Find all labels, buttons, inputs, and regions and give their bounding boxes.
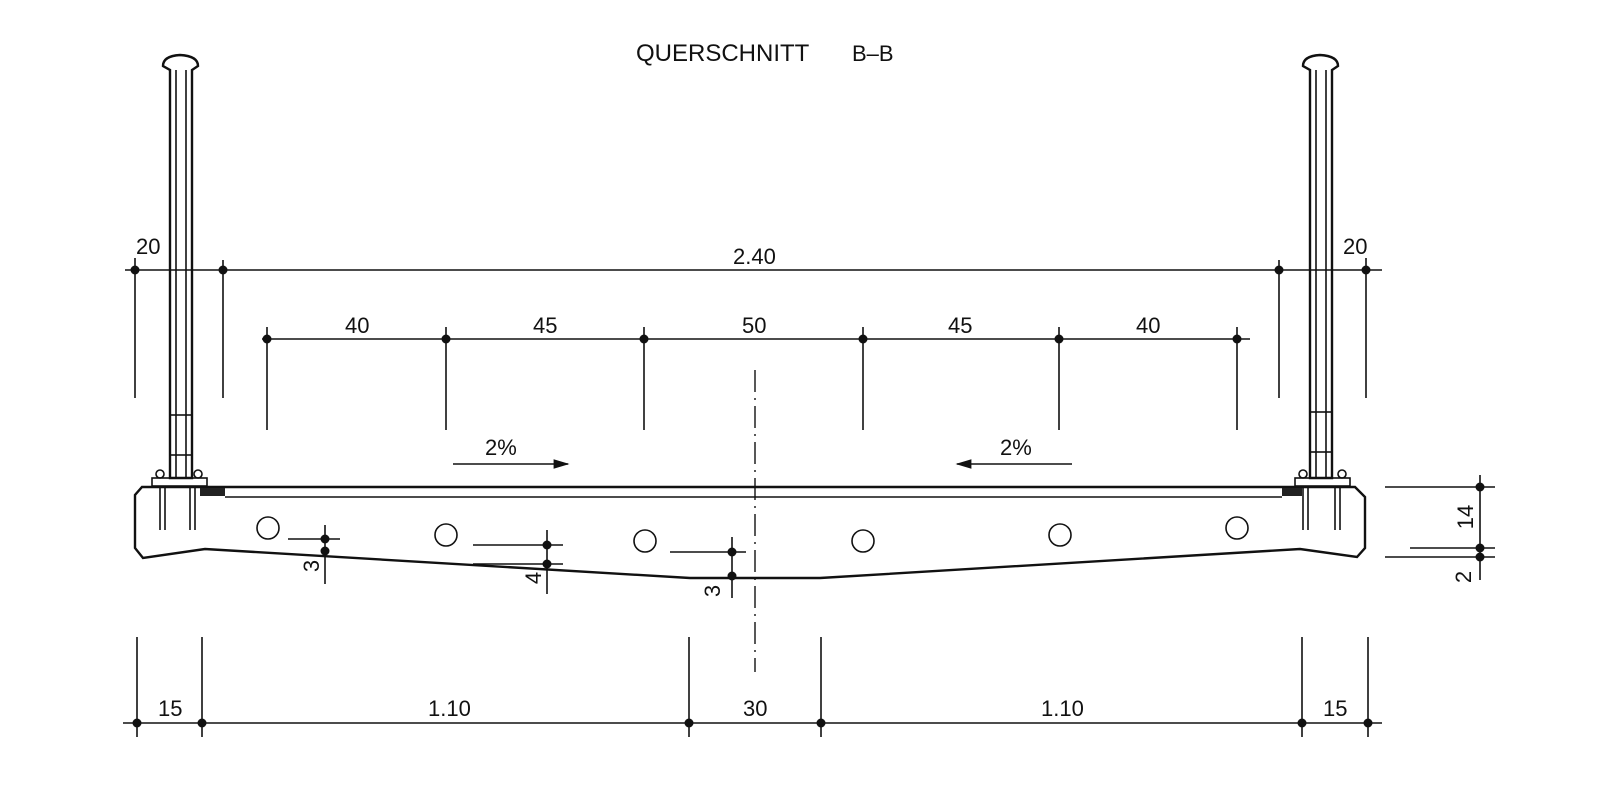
dim-left-edge: 20 <box>136 234 160 259</box>
haunch-dim: 3 <box>700 585 725 597</box>
slope-left-label: 2% <box>485 435 517 460</box>
bottom-dim: 1.10 <box>1041 696 1084 721</box>
top-dimension: 20 2.40 20 <box>125 234 1382 398</box>
dim-total-width: 2.40 <box>733 244 776 269</box>
bottom-dim: 30 <box>743 696 767 721</box>
haunch-dim: 3 <box>299 560 324 572</box>
bottom-dim: 15 <box>158 696 182 721</box>
title-main: QUERSCHNITT <box>636 40 810 67</box>
title: QUERSCHNITT B–B <box>636 40 894 67</box>
haunch-dim: 4 <box>521 572 546 584</box>
bottom-dim: 1.10 <box>428 696 471 721</box>
slope-right-label: 2% <box>1000 435 1032 460</box>
right-joint <box>1282 488 1302 496</box>
lane-dim: 40 <box>1136 313 1160 338</box>
lane-dim: 45 <box>533 313 557 338</box>
slope-indicators: 2% 2% <box>453 435 1072 469</box>
lane-dim: 40 <box>345 313 369 338</box>
lane-dim: 45 <box>948 313 972 338</box>
haunch-dimensions: 3 4 3 <box>288 525 746 598</box>
ducts <box>256 516 1249 553</box>
depth-dimensions: 14 2 <box>1385 475 1495 583</box>
left-joint <box>200 488 225 496</box>
lane-dimensions: 40 45 50 45 40 <box>262 313 1250 430</box>
bottom-dim: 15 <box>1323 696 1347 721</box>
title-section: B–B <box>852 41 894 66</box>
bottom-dimensions: 15 1.10 30 1.10 15 <box>123 637 1382 737</box>
right-railing-post <box>1294 53 1351 530</box>
lane-dim: 50 <box>742 313 766 338</box>
dim-deck-depth: 14 <box>1453 505 1478 529</box>
left-railing-post <box>151 53 208 530</box>
dim-right-edge: 20 <box>1343 234 1367 259</box>
dim-drip: 2 <box>1451 571 1476 583</box>
deck-slab <box>133 485 1367 580</box>
